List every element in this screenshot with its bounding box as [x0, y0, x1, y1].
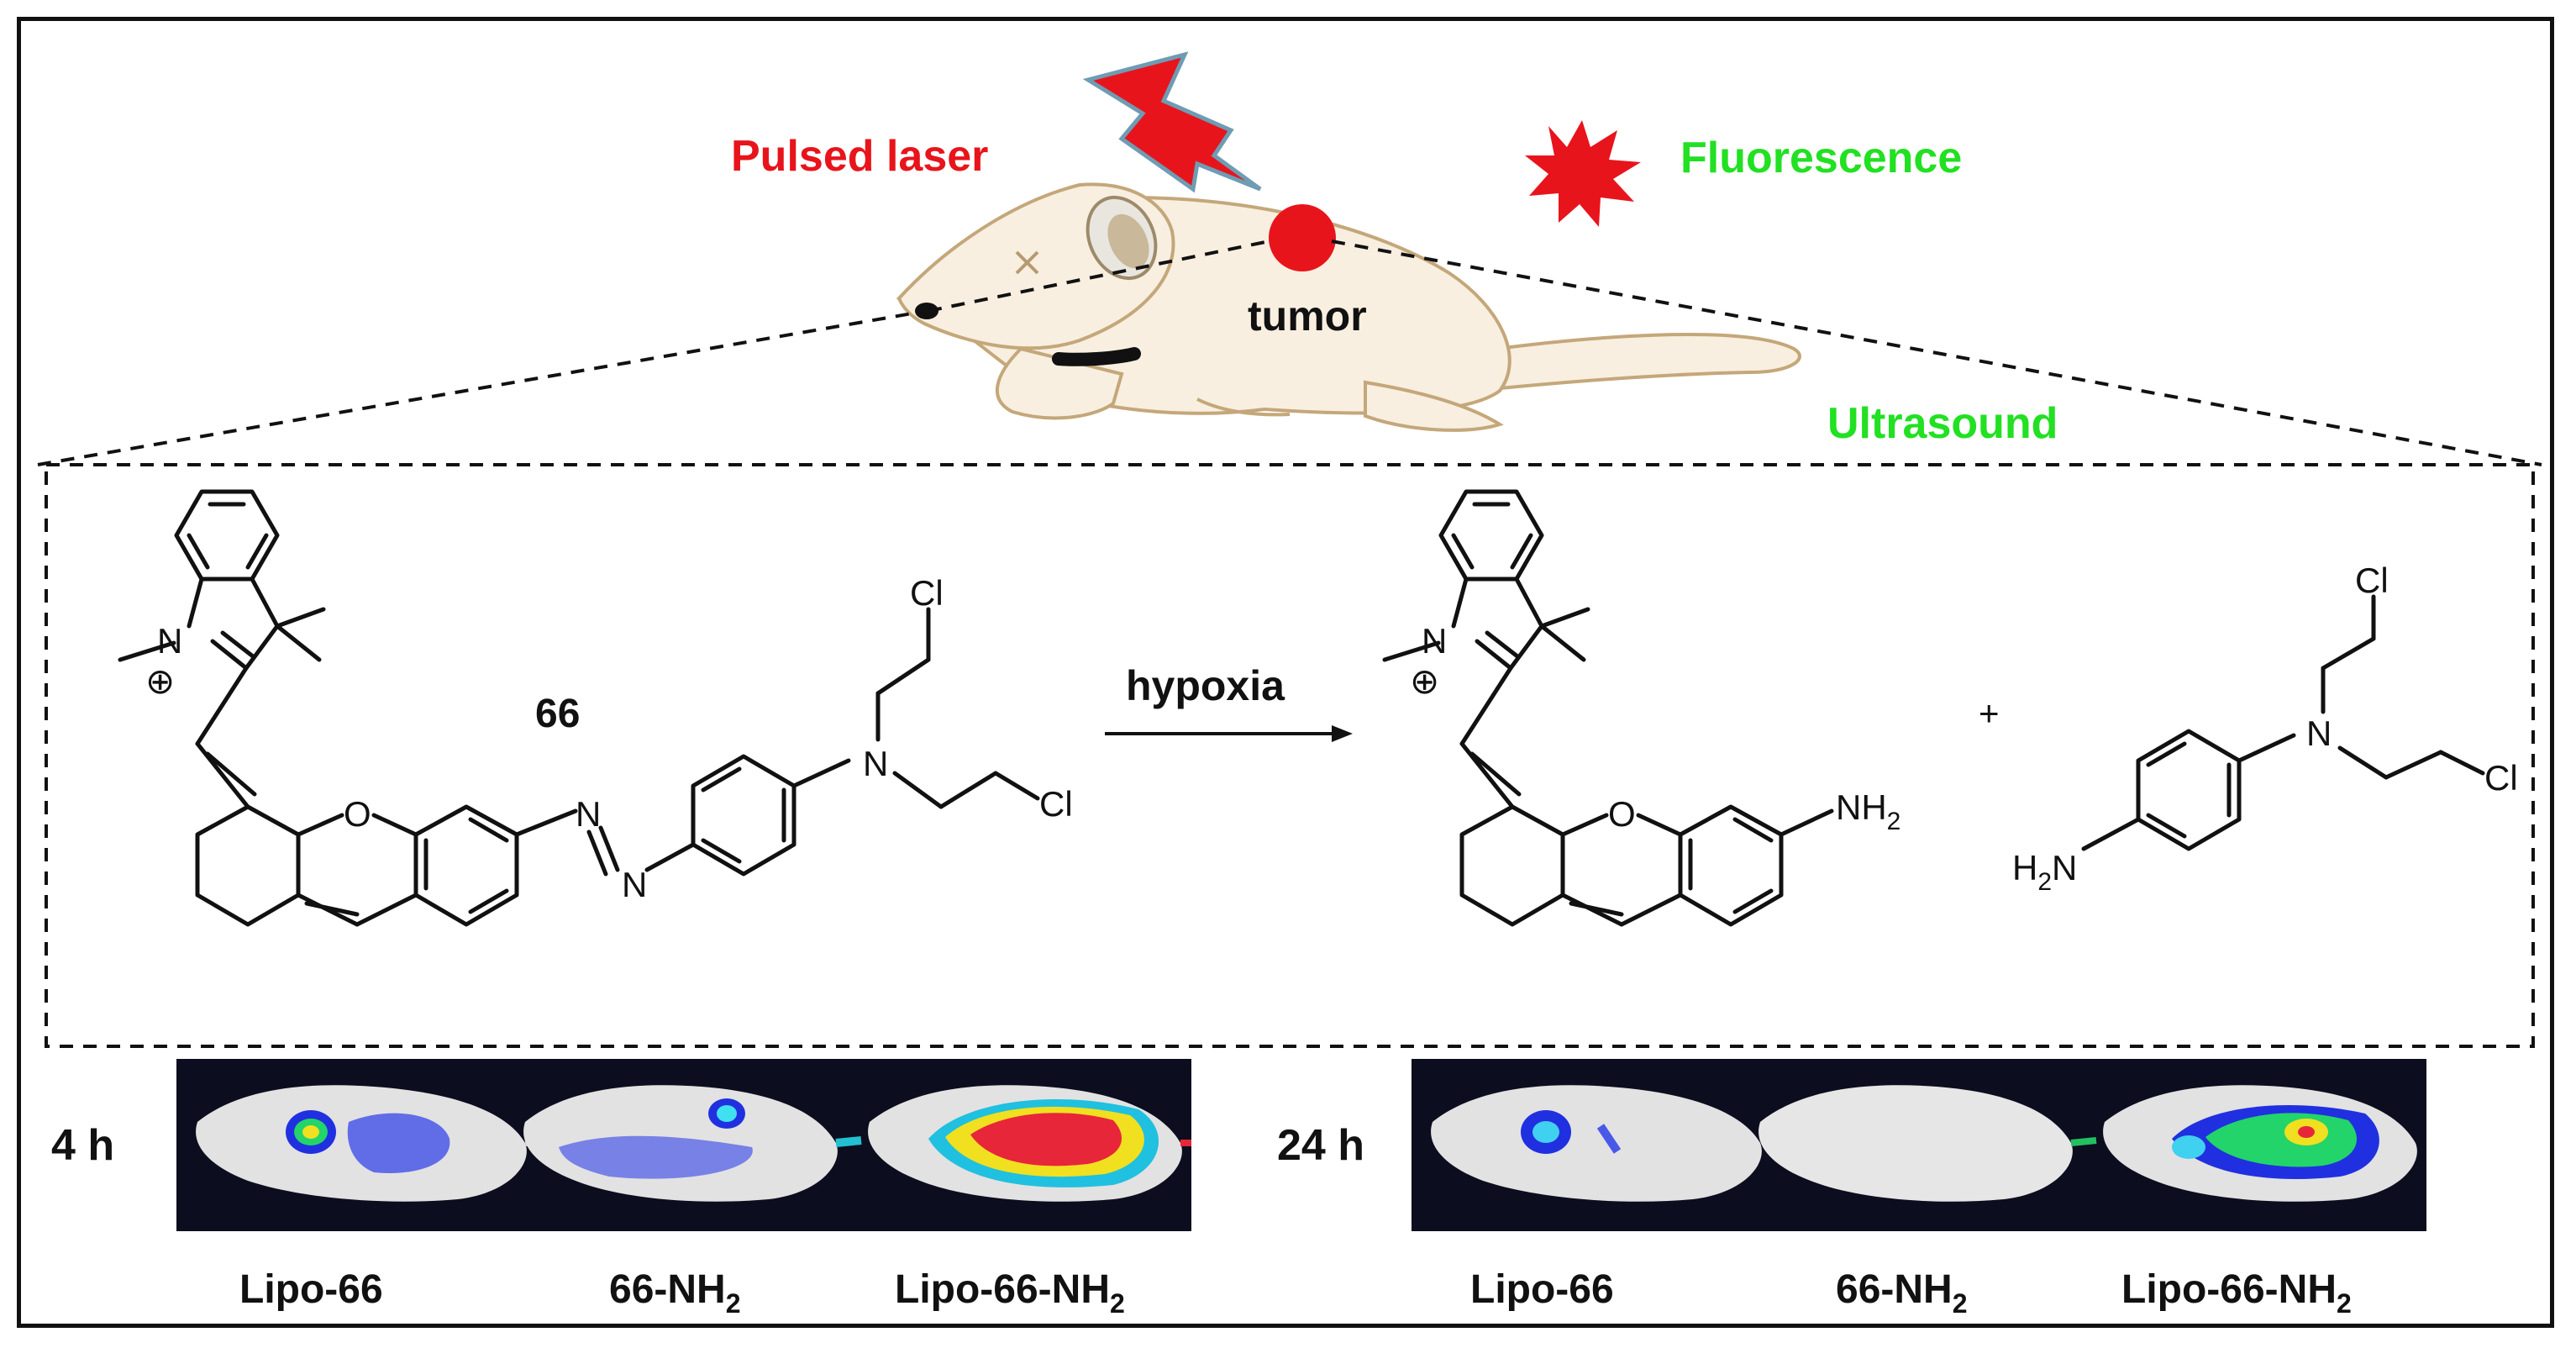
atom-n-amine-product: N	[2306, 713, 2332, 753]
caption-lipo-66-nh2-4h: Lipo-66-NH2	[895, 1267, 1125, 1319]
charge-plus-icon: ⊕	[145, 661, 175, 701]
atom-n-azo-2: N	[622, 865, 647, 904]
mouse-illustration	[896, 182, 1801, 432]
caption-66-nh2-4h: 66-NH2	[609, 1267, 741, 1319]
figure-frame: tumor Pulsed laser Fluorescence Ultrasou…	[17, 17, 2554, 1328]
time-label-4h: 4 h	[51, 1121, 114, 1170]
ultrasound-label: Ultrasound	[1827, 399, 2058, 448]
atom-cl-1: Cl	[910, 573, 944, 613]
atom-cl-1-product: Cl	[2355, 561, 2389, 600]
fluorescence-label: Fluorescence	[1680, 134, 1962, 182]
aniline-mustard	[2081, 594, 2485, 851]
caption-lipo-66-24h: Lipo-66	[1470, 1267, 1614, 1312]
caption-66-nh2-24h: 66-NH2	[1836, 1267, 1968, 1319]
time-label-24h: 24 h	[1277, 1121, 1364, 1170]
molecule-66-nh2	[1382, 489, 1834, 927]
chemistry-inset-box	[45, 463, 2535, 1048]
imaging-strip-4h	[176, 1059, 1191, 1231]
reaction-arrow	[1105, 725, 1353, 742]
compound-number: 66	[535, 692, 580, 736]
charge-plus-icon-product: ⊕	[1410, 661, 1439, 701]
molecule-66	[118, 489, 1040, 927]
amine-h2n-label: H2N	[2012, 848, 2077, 896]
tumor-marker	[1269, 204, 1336, 271]
lightning-bolt-icon	[1082, 51, 1262, 193]
atom-cl-2: Cl	[1039, 784, 1073, 824]
zoom-line-left	[37, 309, 928, 466]
atom-n-plus-product: N	[1422, 621, 1447, 661]
caption-lipo-66-4h: Lipo-66	[239, 1267, 383, 1312]
imaging-strip-24h	[1412, 1059, 2426, 1231]
atom-n-azo-1: N	[576, 794, 601, 834]
atom-o: O	[344, 794, 371, 834]
atom-n-amine: N	[863, 744, 888, 783]
zoom-line-right	[1331, 240, 2542, 466]
amine-nh-label: NH2	[1836, 787, 1900, 835]
fluorescence-burst-icon	[1525, 120, 1641, 227]
plus-sign: +	[1979, 693, 2000, 733]
atom-n-plus: N	[157, 621, 182, 661]
pulsed-laser-label: Pulsed laser	[731, 132, 988, 181]
tumor-label: tumor	[1248, 292, 1367, 340]
caption-lipo-66-nh2-24h: Lipo-66-NH2	[2121, 1267, 2352, 1319]
hypoxia-label: hypoxia	[1126, 662, 1285, 709]
atom-o-product: O	[1608, 794, 1636, 834]
scheme-diagram: tumor Pulsed laser Fluorescence Ultrasou…	[37, 51, 2542, 1319]
atom-cl-2-product: Cl	[2484, 758, 2518, 798]
